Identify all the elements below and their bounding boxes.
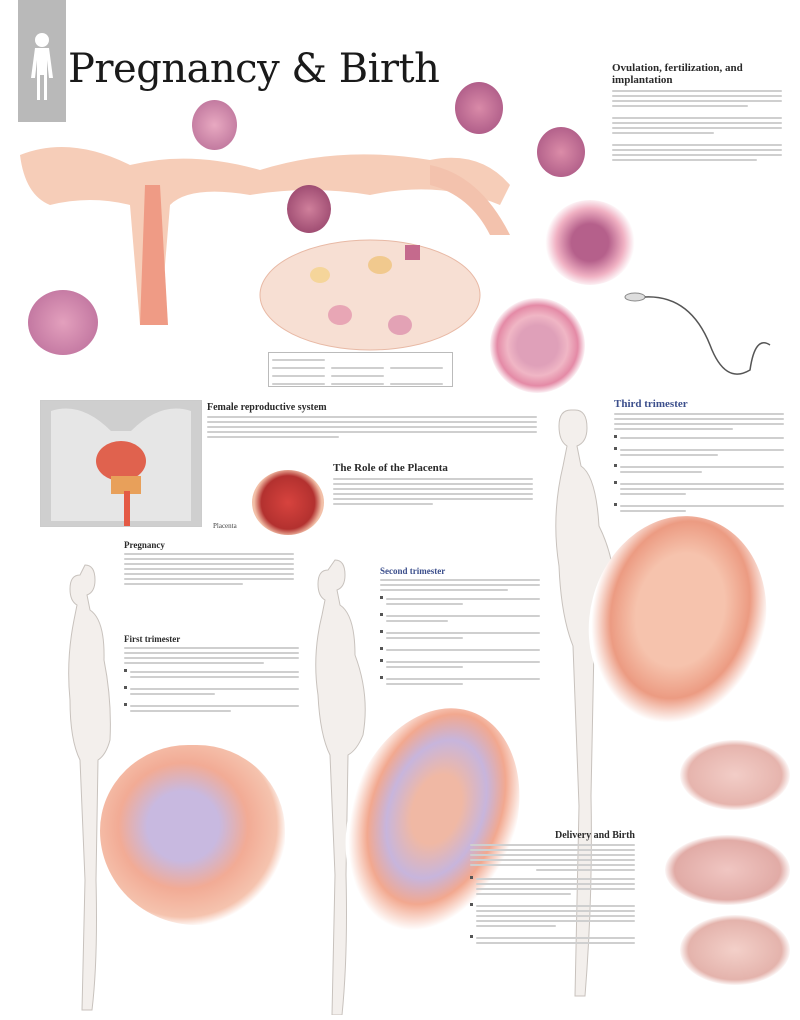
- second-trimester-heading: Second trimester: [380, 566, 446, 576]
- anatomy-legend-table: [268, 352, 453, 387]
- fertilization-cell-image: [545, 200, 635, 285]
- female-repro-section: Female reproductive system: [207, 402, 537, 441]
- pelvis-inset-illustration: [40, 400, 202, 527]
- first-trimester-uterus-illustration: [100, 745, 285, 925]
- poster-title: Pregnancy & Birth: [68, 46, 440, 92]
- second-trimester-figure: [300, 555, 370, 1016]
- ovulation-section: Ovulation, fertilization, and implantati…: [612, 62, 782, 164]
- reproductive-anatomy-illustration: [10, 125, 530, 375]
- four-cell-stage-image: [537, 127, 585, 177]
- first-trimester-figure: [50, 560, 120, 1015]
- placenta-image: [252, 470, 324, 535]
- ovum-image: [287, 185, 331, 233]
- blastocyst-image: [490, 298, 585, 393]
- placenta-heading: The Role of the Placenta: [333, 462, 448, 474]
- third-trimester-figure: [535, 405, 616, 1015]
- spermatozoon-illustration: [620, 285, 790, 395]
- third-trimester-section: Third trimester: [614, 398, 784, 519]
- third-trimester-heading: Third trimester: [614, 398, 688, 410]
- implantation-cell-image: [28, 290, 98, 355]
- follicle-cell-image: [192, 100, 237, 150]
- two-cell-stage-image: [455, 82, 503, 134]
- second-trimester-section: Second trimester: [380, 566, 540, 692]
- placenta-label: Placenta: [213, 522, 237, 530]
- birth-stage-2-illustration: [665, 835, 790, 905]
- ovulation-body-text: [612, 90, 782, 161]
- placenta-section: The Role of the Placenta: [333, 462, 533, 508]
- pregnancy-heading: Pregnancy: [124, 540, 165, 550]
- female-silhouette-icon: [31, 33, 53, 100]
- birth-stage-3-illustration: [680, 915, 790, 985]
- sidebar-figure-panel: [18, 0, 66, 122]
- ovulation-heading: Ovulation, fertilization, and implantati…: [612, 62, 743, 86]
- first-trimester-section: First trimester: [124, 634, 299, 719]
- pregnancy-section: Pregnancy: [124, 540, 294, 588]
- female-repro-heading: Female reproductive system: [207, 402, 327, 413]
- delivery-heading: Delivery and Birth: [555, 830, 635, 841]
- delivery-section: Delivery and Birth: [470, 830, 635, 951]
- birth-stage-1-illustration: [680, 740, 790, 810]
- first-trimester-heading: First trimester: [124, 634, 181, 644]
